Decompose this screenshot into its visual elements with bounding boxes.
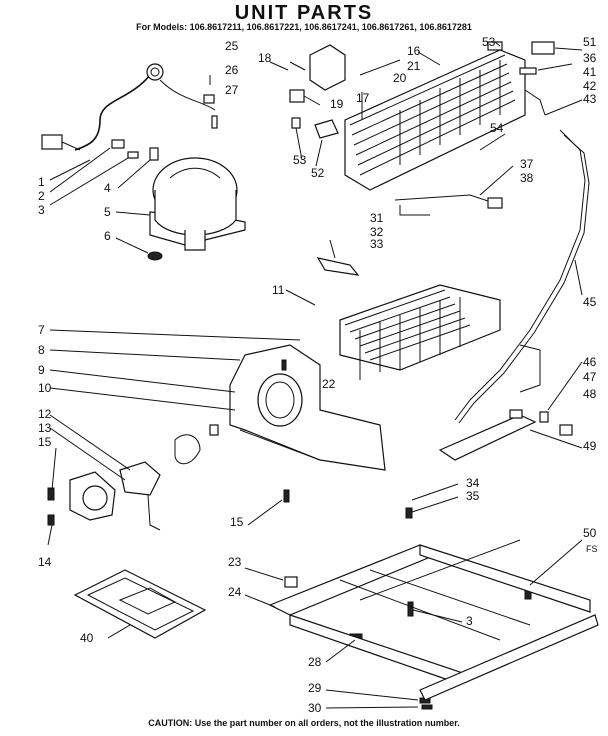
callout-label: 27: [225, 83, 239, 97]
callout-label: 42: [583, 79, 597, 93]
callout-label: 3: [466, 614, 473, 628]
callout-label: 51: [583, 35, 597, 49]
callout-label: 41: [583, 65, 597, 79]
callout-label: 10: [38, 381, 52, 395]
callout-label: 14: [38, 555, 52, 569]
callout-label: 6: [104, 229, 111, 243]
fasteners-top-left: [111, 75, 218, 161]
callout-label: 23: [228, 555, 242, 569]
callout-label: 35: [466, 489, 480, 503]
callout-label: 11: [272, 283, 285, 297]
corner-mark: FS: [586, 544, 598, 554]
callout-label: 47: [583, 370, 597, 384]
condenser-coil: [344, 41, 555, 216]
callout-label: 7: [38, 323, 45, 337]
compressor: [147, 157, 246, 261]
callout-label: 21: [407, 59, 421, 73]
callout-label: 49: [583, 439, 597, 453]
callout-label: 9: [38, 363, 45, 377]
callout-label: 15: [230, 515, 244, 529]
callout-label: 33: [370, 237, 384, 251]
callout-label: 37: [520, 157, 534, 171]
callout-label: 15: [38, 435, 52, 449]
evaporator-coil: [339, 284, 501, 380]
callout-label: 26: [225, 63, 239, 77]
callout-label: 3: [38, 203, 45, 217]
callout-label: 8: [38, 343, 45, 357]
callout-label: 5: [104, 205, 111, 219]
callout-label: 4: [104, 181, 111, 195]
callout-label: 17: [356, 91, 370, 105]
drain-bracket: [438, 344, 573, 461]
callout-label: 25: [225, 39, 239, 53]
fan-shroud: [229, 344, 386, 471]
callout-label: 48: [583, 387, 597, 401]
callout-label: 34: [466, 476, 480, 490]
drain-pan: [73, 569, 207, 639]
callout-label: 2: [38, 189, 45, 203]
power-cord: [41, 63, 216, 151]
callout-label: 36: [583, 51, 597, 65]
model-list: For Models: 106.8617211, 106.8617221, 10…: [136, 22, 472, 32]
page-title: UNIT PARTS: [234, 2, 374, 24]
relay-overload: [289, 44, 346, 139]
callout-label: 31: [370, 211, 384, 225]
callout-label: 24: [228, 585, 242, 599]
callout-label: 53: [482, 35, 496, 49]
callout-label: 45: [583, 295, 597, 309]
condenser-fan-motor: [69, 424, 219, 531]
callout-label: 50: [583, 526, 597, 540]
capillary-tube: [454, 129, 590, 424]
base-frame: [268, 539, 599, 701]
callout-label: 32: [370, 225, 384, 239]
defrost-thermostat: [316, 239, 360, 276]
callout-label: 30: [308, 701, 322, 715]
callout-label: 29: [308, 681, 322, 695]
callout-label: 43: [583, 92, 597, 106]
callout-label: 40: [80, 631, 94, 645]
callout-label: 22: [322, 377, 336, 391]
callout-label: 28: [308, 655, 322, 669]
callout-label: 16: [407, 44, 421, 58]
callout-label: 52: [311, 166, 325, 180]
callout-label: 12: [38, 407, 52, 421]
leader-lines: [47, 41, 583, 709]
callout-label: 18: [258, 51, 272, 65]
callout-label: 38: [520, 171, 534, 185]
callout-label: 54: [490, 121, 504, 135]
callout-label: 19: [330, 97, 344, 111]
callout-label: 20: [393, 71, 407, 85]
callout-label: 1: [38, 175, 45, 189]
callout-label: 53: [293, 153, 307, 167]
caution-note: CAUTION: Use the part number on all orde…: [148, 718, 460, 728]
callout-label: 13: [38, 421, 52, 435]
callout-label: 46: [583, 355, 597, 369]
